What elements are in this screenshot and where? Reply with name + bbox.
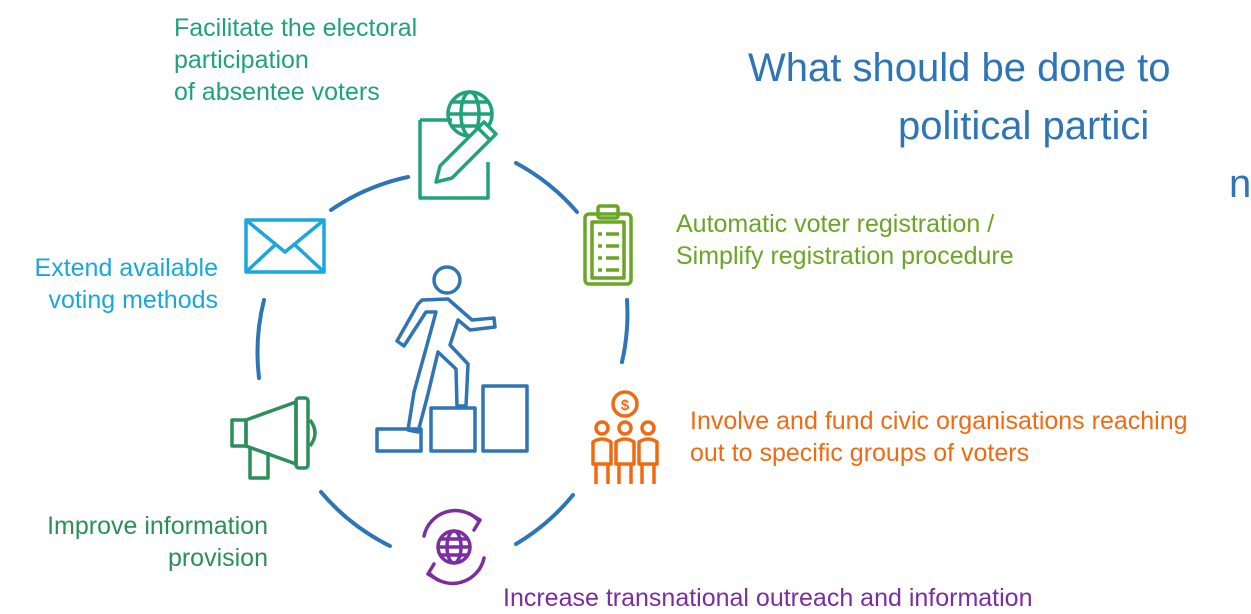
- person-body: [395, 297, 497, 434]
- people-coin-icon: $: [591, 390, 659, 484]
- label-registration-line-2: Simplify registration procedure: [676, 242, 1014, 270]
- label-registration-line-1: Automatic voter registration /: [676, 210, 995, 238]
- label-civic-line-1: Involve and fund civic organisations rea…: [690, 407, 1188, 435]
- title-line-2: political partici: [898, 104, 1150, 148]
- person-climbing-stairs-icon: [375, 265, 529, 453]
- arc-1: [329, 175, 410, 212]
- stair-step-3: [481, 384, 529, 453]
- arc-3: [620, 298, 630, 364]
- svg-text:$: $: [621, 397, 630, 414]
- label-information: Improve information provision: [4, 510, 268, 574]
- label-absentee-line-2: participation: [174, 46, 309, 74]
- label-civic-line-2: out to specific groups of voters: [690, 439, 1030, 467]
- label-absentee: Facilitate the electoral participation o…: [174, 12, 417, 108]
- label-transnational: Increase transnational outreach and info…: [503, 582, 1033, 614]
- label-absentee-line-1: Facilitate the electoral: [174, 14, 418, 42]
- label-registration: Automatic voter registration / Simplify …: [676, 208, 1014, 272]
- person-head: [432, 265, 462, 295]
- arc-2: [514, 161, 579, 214]
- label-voting: Extend available voting methods: [4, 252, 218, 316]
- cycle-ring: [255, 161, 630, 548]
- stair-step-2: [429, 406, 477, 453]
- label-voting-line-1: Extend available: [34, 254, 218, 282]
- label-voting-line-2: voting methods: [48, 286, 218, 314]
- arc-5: [319, 490, 392, 548]
- label-information-line-1: Improve information: [47, 512, 268, 540]
- arc-6: [255, 298, 266, 380]
- globe-cycle-icon: [422, 508, 486, 586]
- arc-4: [514, 493, 575, 546]
- title-line-1: What should be done to: [748, 46, 1171, 90]
- envelope-icon: [244, 218, 326, 274]
- globe-pencil-icon: [418, 90, 498, 200]
- label-information-line-2: provision: [167, 544, 268, 572]
- title-line-3: n: [1229, 162, 1251, 206]
- clipboard-icon: [583, 204, 633, 286]
- megaphone-icon: [230, 396, 317, 480]
- label-civic: Involve and fund civic organisations rea…: [690, 405, 1188, 469]
- stair-step-1: [375, 427, 423, 453]
- label-absentee-line-3: of absentee voters: [174, 78, 380, 106]
- label-transnational-line-1: Increase transnational outreach and info…: [503, 584, 1033, 612]
